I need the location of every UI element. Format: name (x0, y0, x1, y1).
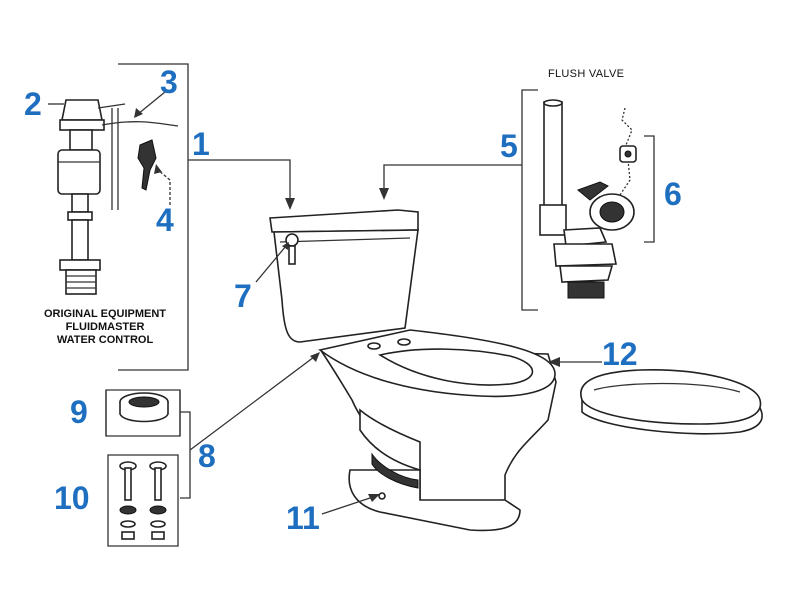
leader-12 (548, 357, 602, 367)
callout-7: 7 (234, 278, 252, 314)
callout-5: 5 (500, 128, 518, 164)
flush-valve-thread (567, 281, 605, 299)
fill-valve-caption-line-2: FLUIDMASTER (65, 321, 145, 333)
flush-valve-title: FLUSH VALVE (548, 68, 625, 80)
callout-8: 8 (198, 438, 216, 474)
fill-valve-caption-line-1: ORIGINAL EQUIPMENT (43, 308, 167, 320)
callout-9: 9 (70, 394, 88, 430)
callout-1: 1 (192, 126, 210, 162)
tank-to-bowl-gasket (119, 392, 169, 423)
leader-4 (154, 164, 171, 205)
toilet-tank (269, 209, 419, 343)
callout-12: 12 (602, 336, 638, 372)
bracket-1 (118, 63, 295, 371)
bracket-6 (644, 135, 655, 243)
bracket-8 (105, 352, 320, 547)
flapper (577, 181, 635, 231)
callout-6: 6 (664, 176, 682, 212)
bolt-right (149, 461, 167, 540)
leader-11 (321, 494, 380, 515)
callout-4: 4 (156, 202, 174, 238)
fill-valve-caption: ORIGINAL EQUIPMENT FLUIDMASTER WATER CON… (30, 308, 180, 347)
callout-3: 3 (160, 64, 178, 100)
bolt-left (119, 461, 137, 540)
callout-2: 2 (24, 86, 42, 122)
flush-valve (539, 99, 617, 299)
leader-7 (255, 242, 289, 283)
leader-3 (134, 91, 166, 118)
callout-10: 10 (54, 480, 90, 516)
callout-11: 11 (286, 500, 320, 536)
fill-valve-shank-thread (65, 269, 97, 295)
refill-tube (101, 108, 179, 210)
clip (137, 139, 157, 191)
toilet-seat (580, 369, 763, 435)
fill-valve-caption-line-3: WATER CONTROL (56, 334, 154, 346)
toilet-bowl (318, 329, 557, 532)
bracket-5 (379, 89, 538, 311)
trip-lever (285, 233, 299, 265)
fill-valve (57, 99, 126, 295)
bolt-kit (119, 461, 167, 540)
flapper-chain (619, 107, 637, 196)
